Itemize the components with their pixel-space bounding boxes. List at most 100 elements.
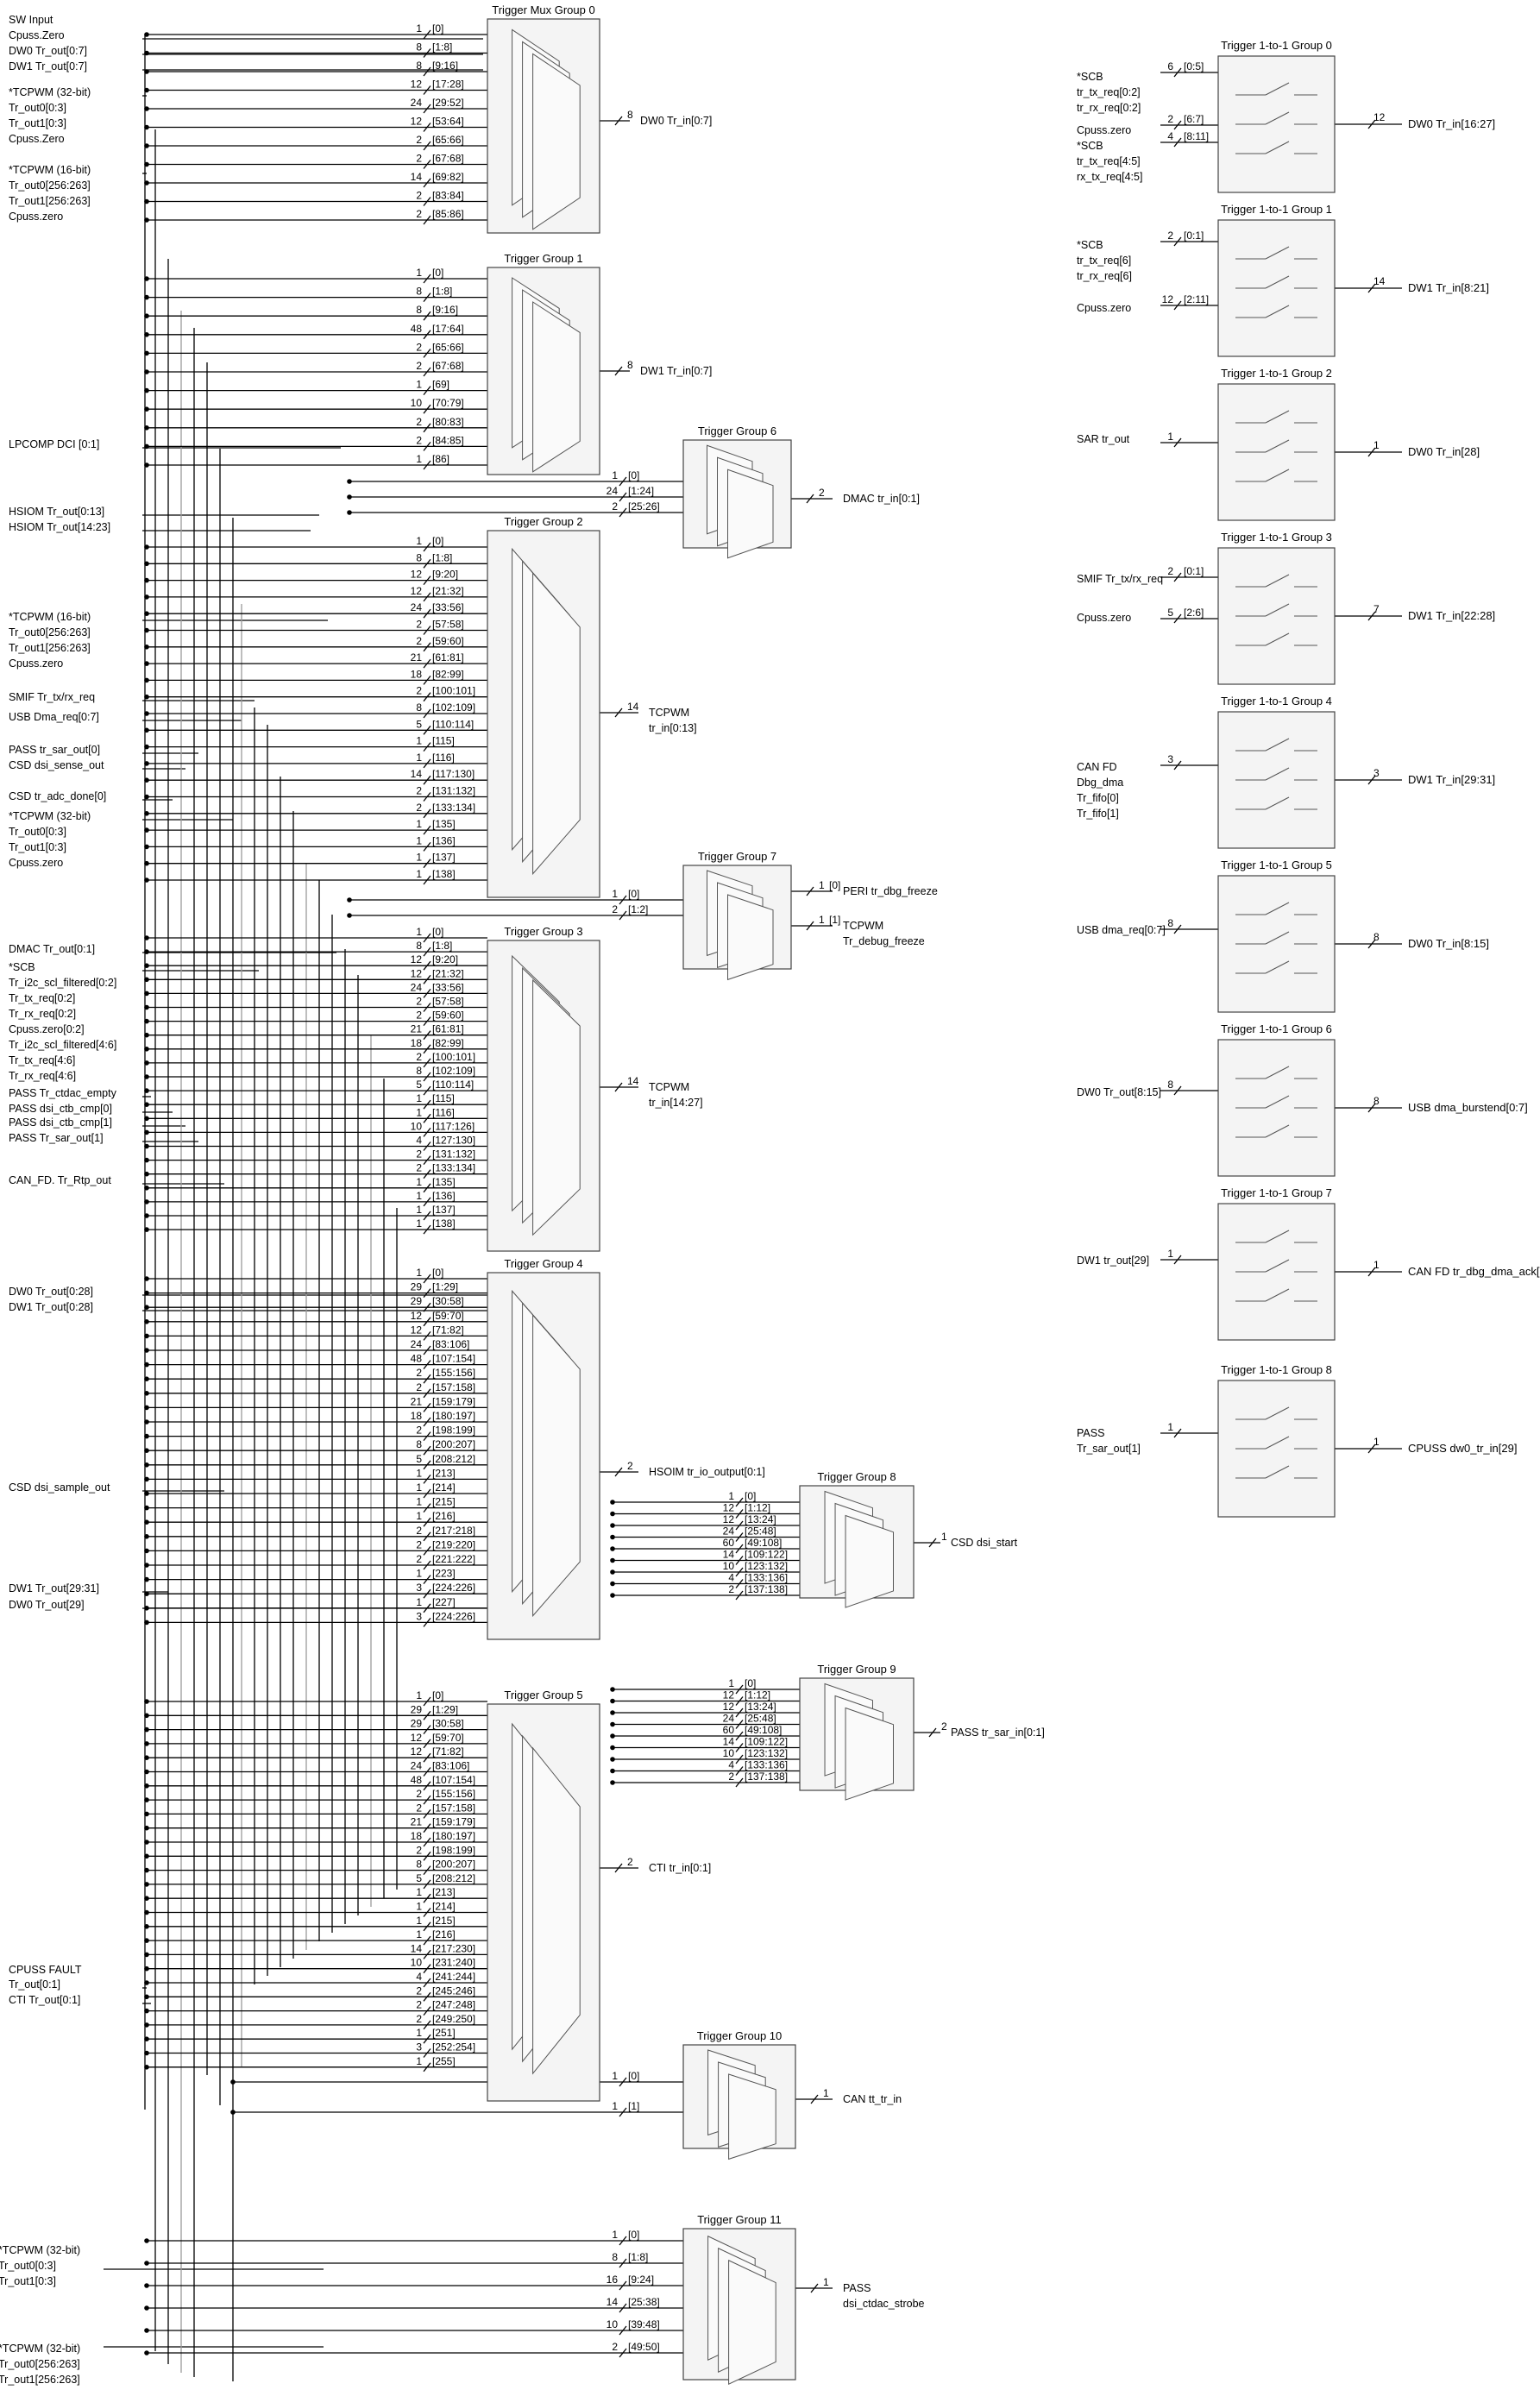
input-index-label: [137:138] [745, 1583, 788, 1595]
junction-dot [230, 2079, 236, 2085]
junction-dot [144, 87, 149, 93]
trigger-group-title: Trigger Group 2 [504, 515, 582, 528]
input-width-label: 1 [416, 1092, 422, 1104]
output-width-label: 8 [1373, 1095, 1380, 1107]
junction-dot [144, 661, 149, 666]
bus-width-slash [614, 1467, 623, 1477]
bus-width-slash [423, 658, 431, 669]
one-to-one-input-label: Cpuss.zero [1077, 124, 1131, 136]
input-width-label: 1 [416, 1496, 422, 1508]
junction-dot [610, 1546, 615, 1551]
bus-width-slash [423, 1417, 431, 1427]
mux-symbol [727, 469, 774, 559]
trigger-group-title: Trigger Group 1 [504, 252, 582, 265]
junction-dot [144, 1867, 149, 1873]
input-width-label: 10 [607, 2318, 619, 2330]
left-signal-label: Tr_tx_req[4:6] [9, 1054, 75, 1066]
input-index-label: [180:197] [432, 1410, 475, 1422]
bus-width-slash [423, 1603, 431, 1613]
input-index-label: [157:158] [432, 1381, 475, 1393]
bus-width-slash [423, 348, 431, 358]
bus-width-slash [735, 1590, 744, 1601]
one-to-one-input-label: tr_tx_req[0:2] [1077, 86, 1141, 98]
input-index-label: [9:20] [432, 569, 458, 581]
bus-width-slash [1367, 611, 1376, 621]
bus-width-slash [1367, 1443, 1376, 1454]
junction-dot [144, 50, 149, 56]
junction-dot [144, 1004, 149, 1010]
junction-dot [144, 2283, 149, 2288]
input-width-label: 12 [723, 1701, 735, 1713]
junction-dot [144, 124, 149, 130]
bus-width-slash [423, 1169, 431, 1179]
input-width-label: 24 [607, 485, 619, 497]
input-index-label: [25:48] [745, 1713, 776, 1725]
junction-dot [610, 1698, 615, 1704]
bus-width-slash [423, 1696, 431, 1707]
output-signal-label: tr_in[0:13] [649, 722, 697, 734]
input-index-label: [70:79] [432, 397, 464, 409]
left-signal-label: DW0 Tr_out[29] [9, 1599, 85, 1611]
one-to-one-input-label: Cpuss.zero [1077, 612, 1131, 624]
bus-width-slash [423, 292, 431, 303]
input-width-label: 1 [416, 1915, 422, 1927]
output-signal-label: TCPWM [649, 707, 689, 719]
input-width-label: 2 [1167, 565, 1173, 577]
junction-dot [610, 1534, 615, 1540]
input-width-label: 5 [1167, 607, 1173, 619]
junction-dot [144, 1305, 149, 1310]
input-width-label: 1 [416, 267, 422, 279]
input-index-label: [241:244] [432, 1971, 475, 1983]
input-index-label: [136] [432, 834, 456, 846]
bus-width-slash [423, 1617, 431, 1627]
bus-width-slash [1173, 924, 1182, 934]
left-signal-label: CSD dsi_sample_out [9, 1481, 110, 1494]
junction-dot [144, 1199, 149, 1204]
input-index-label: [0:1] [1184, 230, 1204, 242]
input-index-label: [1:29] [432, 1281, 458, 1293]
bus-width-slash [810, 2283, 819, 2293]
bus-width-slash [735, 1544, 744, 1554]
left-signal-label: CSD dsi_sense_out [9, 759, 104, 771]
input-index-label: [67:68] [432, 153, 464, 165]
bus-width-slash [423, 1725, 431, 1735]
bus-width-slash [423, 2062, 431, 2072]
input-width-label: 4 [728, 1759, 734, 1771]
one-to-one-title: Trigger 1-to-1 Group 4 [1221, 695, 1332, 708]
left-signal-label: Tr_out[0:1] [9, 1978, 60, 1991]
input-index-label: [216] [432, 1928, 456, 1940]
junction-dot [144, 1769, 149, 1775]
input-index-label: [214] [432, 1901, 456, 1913]
bus-width-slash [423, 1274, 431, 1284]
input-width-label: 3 [416, 1582, 422, 1594]
output-signal-label: PASS [843, 2282, 871, 2294]
input-index-label: [39:48] [628, 2318, 660, 2330]
junction-dot [144, 313, 149, 319]
junction-dot [610, 1581, 615, 1587]
junction-dot [144, 1276, 149, 1281]
bus-width-slash [423, 1560, 431, 1570]
input-index-label: [82:99] [432, 668, 464, 680]
input-width-label: 8 [416, 1065, 422, 1077]
bus-width-slash [619, 492, 627, 502]
junction-dot [144, 694, 149, 700]
input-width-label: 24 [723, 1525, 735, 1538]
junction-dot [144, 2022, 149, 2028]
input-width-label: 1 [416, 1901, 422, 1913]
output-width-label: 2 [819, 487, 825, 499]
input-width-label: 1 [416, 1596, 422, 1608]
input-width-label: 2 [416, 434, 422, 446]
input-width-label: 1 [416, 1510, 422, 1522]
junction-dot [144, 844, 149, 850]
input-index-label: [2:11] [1184, 293, 1209, 305]
input-index-label: [138] [432, 1217, 456, 1230]
input-width-label: 2 [612, 903, 618, 915]
input-index-label: [110:114] [432, 1079, 474, 1091]
junction-dot [347, 510, 352, 515]
junction-dot [144, 350, 149, 356]
input-index-label: [33:56] [432, 981, 464, 993]
input-width-label: 4 [416, 1135, 422, 1147]
switch-arm [1265, 469, 1290, 482]
junction-dot [144, 727, 149, 733]
junction-dot [144, 1699, 149, 1704]
